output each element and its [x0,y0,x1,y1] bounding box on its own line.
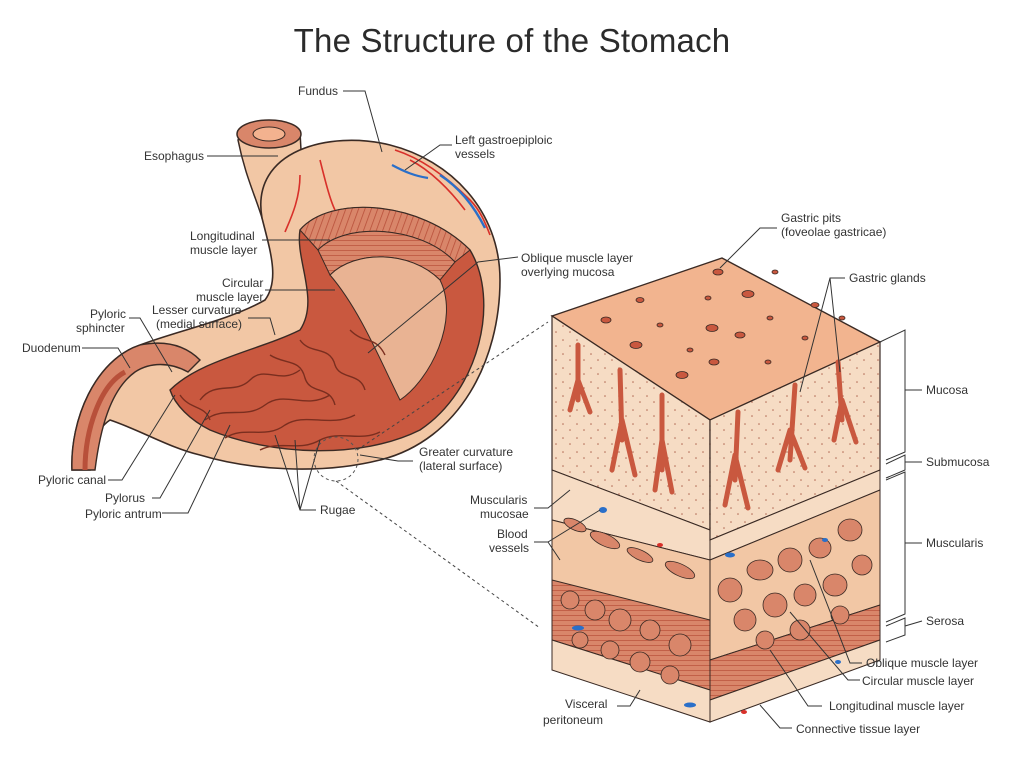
label-gastric-glands: Gastric glands [849,271,926,285]
gastric-pits [600,268,846,379]
label-connective-tissue-layer: Connective tissue layer [796,722,920,736]
label-oblique-overlying-1: Oblique muscle layer [521,251,633,265]
label-oblique-muscle-layer: Oblique muscle layer [866,656,978,670]
label-blood-vessels-2: vessels [489,541,529,555]
page-title: The Structure of the Stomach [293,22,731,59]
zoom-region [313,436,359,482]
label-oblique-overlying-2: overlying mucosa [521,265,615,279]
label-serosa: Serosa [926,614,964,628]
label-greater-curvature-1: Greater curvature [419,445,513,459]
label-greater-curvature-2: (lateral surface) [419,459,502,473]
tissue-block [550,257,923,723]
label-pyloric-sphincter-1: Pyloric [90,307,126,321]
label-longitudinal-2: muscle layer [190,243,257,257]
label-pyloric-antrum: Pyloric antrum [85,507,162,521]
label-muscularis-mucosae-1: Muscularis [470,493,527,507]
muscle-bundles-left [560,517,696,685]
rugae-folds [179,329,386,451]
label-pyloric-sphincter-2: sphincter [76,321,125,335]
duodenum-shape [71,342,201,471]
label-lesser-curvature-1: Lesser curvature [152,303,242,317]
muscle-bundles-right [717,518,873,650]
label-lesser-curvature-2: (medial surface) [156,317,242,331]
label-pylorus: Pylorus [105,491,145,505]
leader-lines [82,90,862,729]
label-gastric-pits-2: (foveolae gastricae) [781,225,886,239]
label-longitudinal-1: Longitudinal [190,229,255,243]
stomach-illustration [71,119,501,482]
label-visceral-peritoneum-2: peritoneum [543,713,603,727]
left-face-connective [551,639,711,723]
label-circular-muscle-layer: Circular muscle layer [862,674,974,688]
label-esophagus: Esophagus [144,149,204,163]
label-longitudinal-muscle-layer: Longitudinal muscle layer [829,699,964,713]
label-rugae: Rugae [320,503,356,517]
label-left-gastroepiploic-2: vessels [455,147,495,161]
label-blood-vessels-1: Blood [497,527,528,541]
labels: Fundus Esophagus Left gastroepiploic ves… [22,84,990,736]
label-pyloric-canal: Pyloric canal [38,473,106,487]
label-circular-1: Circular [222,276,263,290]
label-left-gastroepiploic-1: Left gastroepiploic [455,133,552,147]
oblique-muscle-cut [329,256,447,401]
label-duodenum: Duodenum [22,341,81,355]
label-gastric-pits-1: Gastric pits [781,211,841,225]
block-vessels [572,507,841,714]
label-muscularis-mucosae-2: mucosae [480,507,529,521]
label-visceral-peritoneum-1: Visceral [565,697,607,711]
stomach-vessels [284,149,491,236]
layer-brackets [879,329,923,643]
label-fundus: Fundus [298,84,338,98]
label-circular-2: muscle layer [196,290,263,304]
label-submucosa: Submucosa [926,455,990,469]
label-muscularis: Muscularis [926,536,983,550]
label-mucosa: Mucosa [926,383,968,397]
gastric-glands [567,342,859,511]
